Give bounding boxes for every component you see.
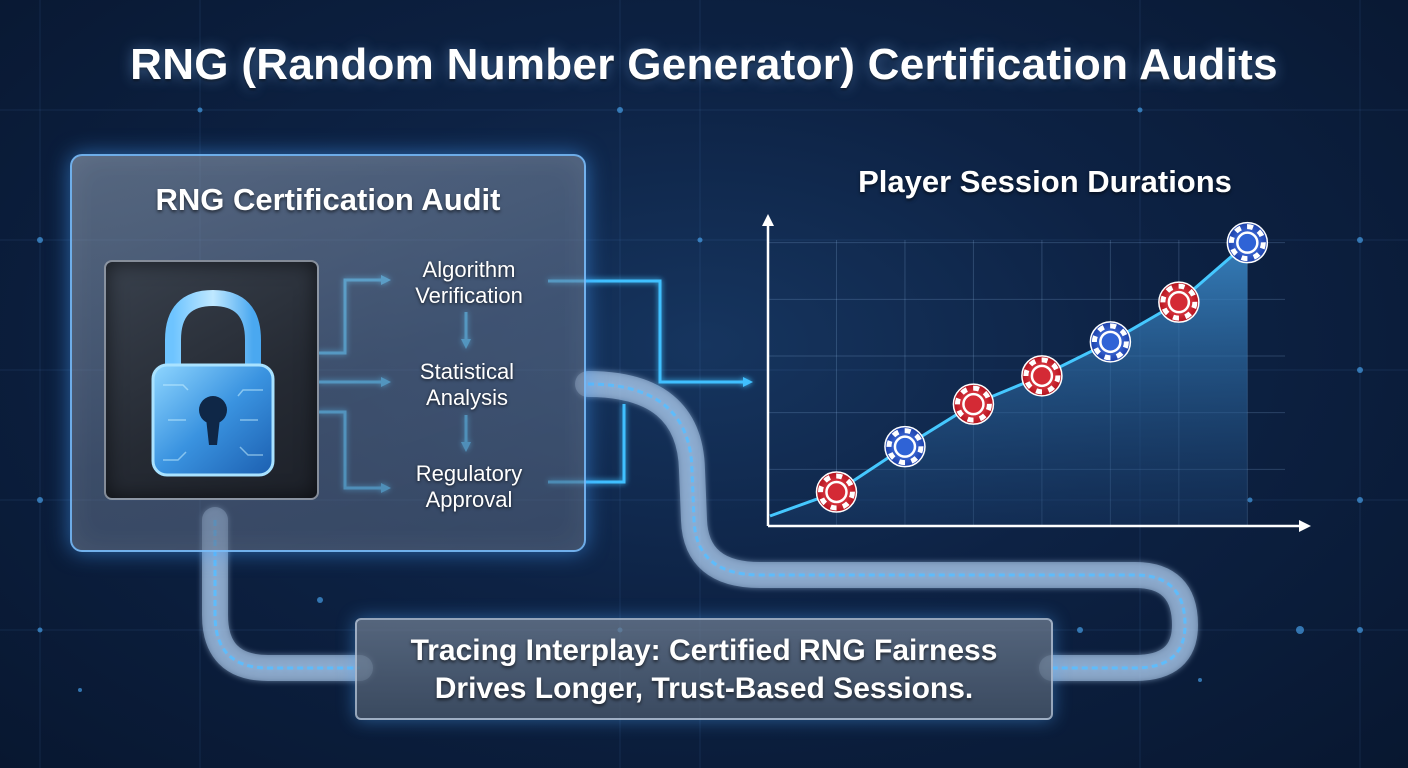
step-label-line2: Verification [415, 283, 523, 308]
step-label-line1: Regulatory [415, 461, 523, 486]
chart-area-fill [770, 242, 1248, 526]
step-label-line1: Statistical [419, 359, 515, 384]
caption-line-2: Drives Longer, Trust-Based Sessions. [434, 672, 974, 705]
lock-frame [104, 260, 319, 500]
audit-panel: RNG Certification Audit [70, 154, 586, 552]
session-duration-chart [762, 214, 1311, 532]
step-regulatory-approval: Regulatory Approval [394, 461, 544, 513]
step-label-line2: Approval [425, 487, 513, 512]
caption-line-1: Tracing Interplay: Certified RNG Fairnes… [410, 634, 998, 667]
data-point-red-chip [1021, 355, 1063, 397]
data-point-blue-chip [884, 425, 926, 468]
step-statistical-analysis: Statistical Analysis [392, 359, 542, 411]
step-label-line2: Analysis [426, 385, 508, 410]
data-point-red-chip [1158, 281, 1200, 323]
data-point-blue-chip [1089, 321, 1132, 363]
chart-title: Player Session Durations [858, 164, 1232, 199]
data-point-red-chip [815, 471, 858, 513]
step-algorithm-verification: Algorithm Verification [394, 257, 544, 309]
audit-panel-title: RNG Certification Audit [155, 182, 501, 217]
page-title: RNG (Random Number Generator) Certificat… [130, 40, 1278, 89]
data-point-blue-chip [1226, 221, 1269, 264]
data-point-red-chip [952, 383, 995, 425]
caption-box: Tracing Interplay: Certified RNG Fairnes… [355, 618, 1053, 720]
step-label-line1: Algorithm [422, 257, 516, 282]
padlock-icon [151, 290, 275, 477]
